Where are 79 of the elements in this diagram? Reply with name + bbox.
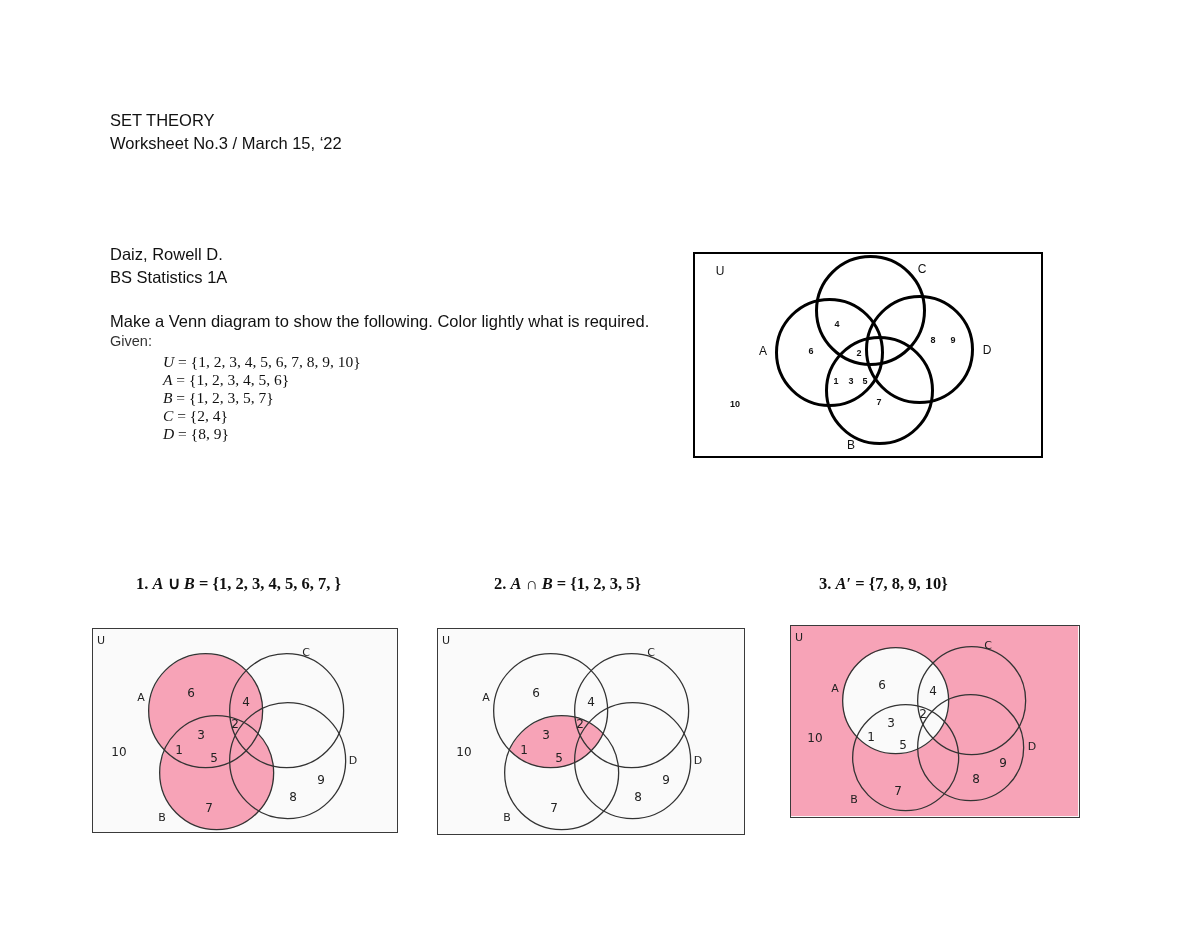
element-number: 9 [950,334,956,346]
element-number: 4 [242,696,250,710]
element-number: 7 [550,802,558,816]
element-number: 6 [532,687,540,701]
set-label: U [96,634,106,648]
worksheet-subtitle: Worksheet No.3 / March 15, ‘22 [110,133,342,153]
set-circle [814,254,926,366]
element-number: 10 [456,746,472,760]
element-number: 2 [576,718,584,732]
set-label: A [137,691,145,705]
set-label: A [831,682,839,696]
element-number: 5 [862,375,868,387]
element-number: 6 [878,679,886,693]
element-number: 8 [289,791,297,805]
set-definition: U = {1, 2, 3, 4, 5, 6, 7, 8, 9, 10} [163,353,361,371]
student-name: Daiz, Rowell D. [110,244,223,264]
element-number: 7 [894,785,902,799]
element-number: 10 [111,746,127,760]
element-number: 1 [520,744,528,758]
element-number: 5 [899,739,907,753]
set-label: D [1027,740,1037,754]
set-label: D [693,754,703,768]
element-number: 8 [972,773,980,787]
element-number: 4 [834,318,840,330]
element-number: 8 [930,334,936,346]
set-definition: C = {2, 4} [163,407,228,425]
element-number: 1 [867,731,875,745]
worksheet-title: SET THEORY [110,110,215,130]
element-number: 9 [662,774,670,788]
problem-statement: 1. A ∪ B = {1, 2, 3, 4, 5, 6, 7, } [136,574,341,594]
element-number: 9 [317,774,325,788]
element-number: 10 [807,732,823,746]
set-circle [852,704,960,812]
element-number: 7 [205,802,213,816]
element-number: 3 [197,729,205,743]
problem-statement: 3. A′ = {7, 8, 9, 10} [819,574,948,594]
element-number: 4 [929,685,937,699]
set-label: C [917,263,927,277]
element-number: 5 [555,752,563,766]
set-definition: B = {1, 2, 3, 5, 7} [163,389,274,407]
set-label: A [482,691,490,705]
element-number: 3 [848,375,854,387]
problem-statement: 2. A ∩ B = {1, 2, 3, 5} [494,574,642,594]
element-number: 3 [887,717,895,731]
element-number: 3 [542,729,550,743]
given-label: Given: [110,332,152,350]
element-number: 1 [175,744,183,758]
element-number: 10 [730,398,740,410]
element-number: 8 [634,791,642,805]
element-number: 6 [187,687,195,701]
set-label: D [982,344,992,358]
set-label: B [847,439,855,453]
set-label: D [348,754,358,768]
element-number: 2 [919,708,927,722]
set-definition: A = {1, 2, 3, 4, 5, 6} [163,371,290,389]
element-number: 2 [231,718,239,732]
set-label: B [158,811,166,825]
set-label: U [794,631,804,645]
set-label: A [759,345,767,359]
set-definition: D = {8, 9} [163,425,229,443]
set-label: B [503,811,511,825]
set-label: C [984,639,992,653]
element-number: 6 [808,345,814,357]
element-number: 7 [876,396,882,408]
set-circle [159,715,275,831]
instruction-text: Make a Venn diagram to show the following. Color lightly what is required. [110,311,650,331]
element-number: 4 [587,696,595,710]
set-label: C [647,646,655,660]
set-label: C [302,646,310,660]
element-number: 5 [210,752,218,766]
set-label: U [715,265,725,279]
element-number: 1 [833,375,839,387]
set-label: U [441,634,451,648]
universal-set-box [693,252,1043,458]
course-section: BS Statistics 1A [110,267,228,287]
set-label: B [850,793,858,807]
element-number: 2 [856,347,862,359]
element-number: 9 [999,757,1007,771]
set-circle [504,715,620,831]
